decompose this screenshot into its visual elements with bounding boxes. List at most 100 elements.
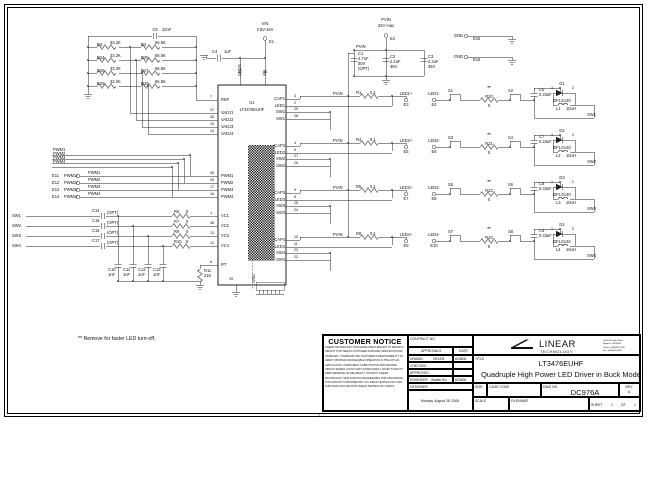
ind-ref-l2: L2: [556, 153, 561, 158]
cap-ref-c6: C6: [152, 27, 158, 32]
ch1-switch-s2: S2: [508, 88, 514, 93]
ic-pin-sw1a: SW1: [276, 109, 285, 114]
cap-val-c3: 2.2uF: [428, 59, 439, 64]
terminal-e7: E7: [403, 196, 409, 201]
ic-pinnum-17: 17: [210, 185, 215, 189]
ic-pinnum-7: 7: [210, 95, 213, 99]
ic-pinnum-35: 35: [210, 171, 215, 175]
diode-pin-a-d4: 1: [551, 227, 554, 231]
res-ref-r9: R9: [174, 229, 180, 234]
diode-part-d2: DFLS140: [553, 145, 571, 150]
company-sub: TECHNOLOGY: [540, 349, 574, 354]
res-val-r7: 0: [186, 219, 189, 224]
title-block: CUSTOMER NOTICE LINEAR TECHNOLOGY HAS MA…: [322, 334, 641, 412]
name-drawn: HELEN: [433, 356, 445, 361]
diode-ref-d2: D2: [559, 128, 565, 133]
cap-opt-c17: (OPT): [107, 240, 119, 245]
ic-pinnum-27: 27: [294, 154, 299, 158]
cap-val-c11: 1nF: [123, 272, 131, 277]
terminal-e11: E11: [52, 173, 59, 178]
res-ref-r29: R29: [141, 81, 149, 86]
ch4-switch-s7: S7: [448, 229, 454, 234]
ic-pin-vadj3: VADJ3: [221, 124, 234, 129]
date-engineer: 8/28/06: [455, 377, 467, 382]
ic-pinnum-36: 36: [210, 115, 215, 119]
res-val-r26: 33.2K: [110, 66, 121, 71]
contract-no-cell: [408, 335, 473, 347]
ic-pinnum-6: 6: [210, 260, 213, 264]
ic-pinnum-26: 26: [294, 161, 299, 165]
ind-val-l1: 10uH: [566, 106, 576, 111]
res-ref-r27: R27: [141, 68, 149, 73]
approvals-label: APPROVALS: [421, 349, 442, 353]
ind-val-l2: 10uH: [566, 153, 576, 158]
sheet-number: 1: [611, 403, 613, 407]
ch2-switch-s3: S3: [448, 135, 454, 140]
cap-opt-c1: (OPT): [358, 66, 370, 71]
res-ref-r25: R25: [141, 55, 149, 60]
size-cell: [473, 383, 487, 397]
date-cell-checked: [453, 362, 473, 369]
ic-pinnum-40: 40: [238, 70, 243, 74]
pwm-net-3: PWM3: [88, 184, 101, 189]
res-ref-r7: R7: [174, 219, 180, 224]
cap-val-c1: 4.7uF: [358, 56, 369, 61]
cap-val-c13: 1nF: [153, 272, 161, 277]
ch4-switch-s8: S8: [508, 229, 514, 234]
pwm-input-label-1: PWM1: [64, 173, 77, 178]
res-val-r2: 66.5K: [155, 40, 166, 45]
ch2-pvin-label: PVIN: [333, 138, 343, 143]
net-label-pwm2: PWM2: [53, 151, 66, 156]
ic-pin-cap3: CAP3: [274, 190, 285, 195]
ch4-pvin-label: PVIN: [333, 232, 343, 237]
ic-pin-led1: LED1: [274, 103, 285, 108]
of-label: OF: [621, 403, 626, 407]
ind-ref-l4: L4: [556, 247, 561, 252]
sheet-border-outer: [4, 4, 643, 417]
terminal-e1: E1: [269, 39, 275, 44]
diode-part-d1: DFLS140: [553, 98, 571, 103]
res-val-r9: 0: [186, 229, 189, 234]
date-cell-approved: [453, 369, 473, 376]
ch4-led-minus: LED4-: [428, 232, 440, 237]
res-val-r8: 0.1: [370, 231, 376, 236]
ic-pin-sw4b: SW4: [276, 257, 285, 262]
vin-range: 2.8V-16V: [256, 27, 274, 32]
res-ref-r22: R22: [485, 188, 493, 193]
ic-pinnum-1: 1: [210, 211, 213, 215]
res-ref-r11: R11: [204, 268, 212, 273]
ic-pin-vc2: VC2: [221, 223, 229, 228]
ch2-led-plus: LED2+: [399, 138, 413, 143]
cap-val-c6: 22nF: [162, 27, 172, 32]
terminal-e13: E13: [52, 187, 60, 192]
cap-rating-c3: 35V: [428, 64, 436, 69]
name-engineer: Walker Bu: [431, 377, 447, 382]
res-val-r5: 0.1: [370, 184, 376, 189]
customer-notice-body: LINEAR TECHNOLOGY HAS MADE A BEST EFFORT…: [325, 346, 404, 389]
ic-pin-led2: LED2: [274, 150, 285, 155]
terminal-e6: E6: [431, 149, 437, 154]
cap-ref-c17: C17: [92, 238, 100, 243]
ch1-sw-net: SW1: [587, 112, 596, 117]
res-val-r6: 0: [186, 209, 189, 214]
diode-pin-k-d4: 2: [572, 227, 575, 231]
date-cell-engineer: [453, 376, 473, 383]
ic-pinnum-4: 4: [294, 141, 297, 145]
ind-ref-l1: L1: [556, 106, 561, 111]
vc-switch-sw1: SW1: [12, 213, 21, 218]
ch1-switch-s1: S1: [448, 88, 454, 93]
pwm-input-label-3: PWM3: [64, 187, 77, 192]
date-drawn: 8/28/06: [455, 356, 467, 361]
role-drawn: DRAWN: [410, 356, 423, 361]
ic-pinnum-38: 38: [210, 221, 215, 225]
ch1-pvin-label: PVIN: [333, 91, 343, 96]
approval-row-checked: [408, 362, 453, 369]
rev-label: REV: [625, 384, 633, 389]
ind-val-l3: 10uH: [566, 200, 576, 205]
res-val-r21: 0: [487, 150, 491, 155]
role-engineer: ENGINEER: [410, 377, 428, 382]
ic-pin-gnd: GND: [251, 273, 256, 283]
of-number: 1: [634, 403, 636, 407]
ic-pinnum-10: 10: [294, 235, 299, 239]
